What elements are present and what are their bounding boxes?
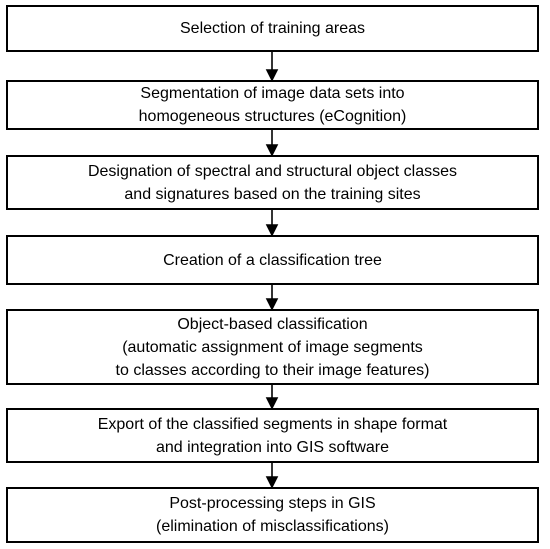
step-text: and signatures based on the training sit… [124,185,421,203]
step-text: and integration into GIS software [155,438,390,456]
step-box-designation: Designation of spectral and structural o… [6,155,539,210]
step-text: (elimination of misclassifications) [156,518,389,535]
step-text: Segmentation of image data sets into [140,85,405,102]
step-text: Designation of spectral and structural o… [87,162,458,180]
step-text: homogeneous structures (eCognition) [138,108,407,125]
arrowhead-3 [265,224,279,237]
arrowhead-6 [265,476,279,489]
step-box-export: Export of the classified segments in sha… [6,408,539,463]
arrowhead-5 [265,397,279,410]
step-text: (automatic assignment of image segments [122,338,423,356]
step-box-post-processing: Post-processing steps in GIS (eliminatio… [6,487,539,543]
step-text: Export of the classified segments in sha… [97,415,448,433]
step-box-object-classification: Object-based classification (automatic a… [6,309,539,385]
step-box-selection: Selection of training areas [6,5,539,52]
step-text: Post-processing steps in GIS [169,495,376,512]
step-box-classification-tree: Creation of a classification tree [6,235,539,285]
arrowhead-4 [265,298,279,311]
step-text: Selection of training areas [180,20,365,37]
step-text: Object-based classification [177,315,368,333]
step-text: Creation of a classification tree [163,251,382,269]
step-box-segmentation: Segmentation of image data sets into hom… [6,80,539,130]
arrowhead-1 [265,69,279,82]
arrowhead-2 [265,144,279,157]
step-text: to classes according to their image feat… [115,361,430,379]
